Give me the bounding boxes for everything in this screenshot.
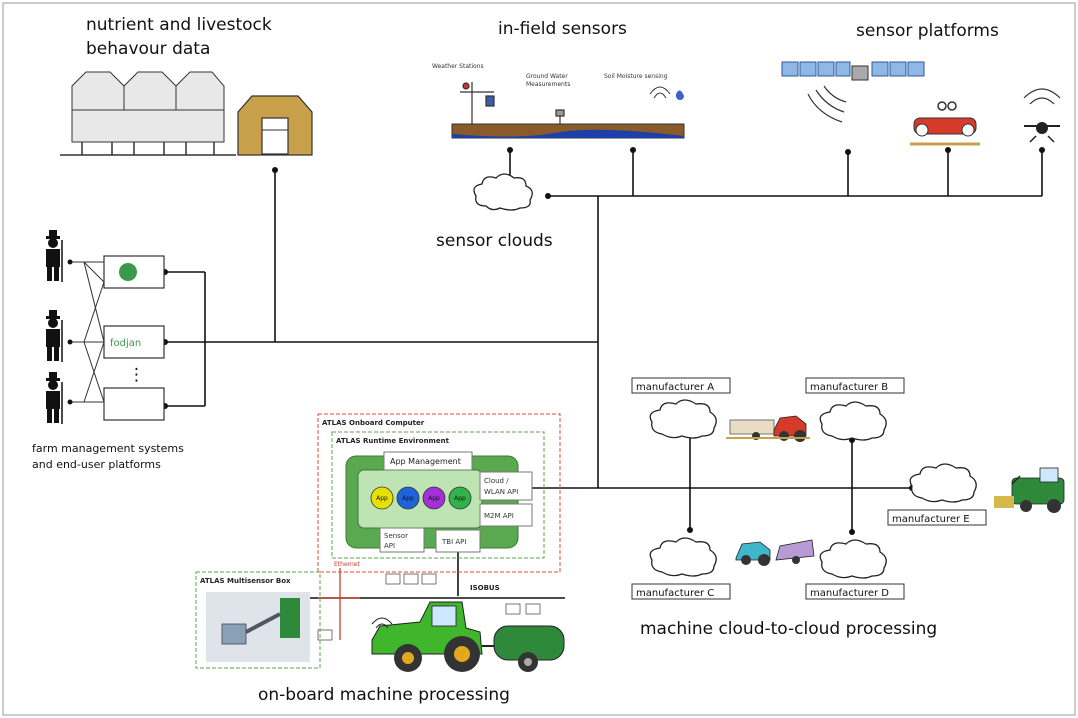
soil-moisture-label: Soil Moisture sensing (604, 73, 668, 80)
manufacturer-b-cloud-icon (819, 401, 887, 441)
nutrient-title-line1: nutrient and livestock (86, 15, 272, 35)
cloud-api-label-2: WLAN API (484, 488, 518, 496)
app-blue-label: App (402, 495, 414, 502)
manufacturer-c-cloud-icon (649, 537, 717, 577)
m2m-api-label: M2M API (484, 512, 514, 520)
farmer-icon (46, 372, 63, 424)
field-robot-icon (910, 101, 980, 146)
manufacturer-a-box[interactable] (631, 377, 731, 394)
tractor-icon (371, 601, 483, 672)
fms-more-dots: ⋮ (128, 365, 145, 385)
manufacturer-e-cloud-icon (909, 463, 977, 503)
weather-stations-label: Weather Stations (432, 63, 484, 70)
manufacturer-b-label: manufacturer B (810, 382, 888, 393)
app-management-box[interactable] (383, 451, 473, 471)
manufacturer-c-label: manufacturer C (636, 588, 714, 599)
tbi-api-label: TBI API (441, 538, 466, 546)
tbi-api-box[interactable] (435, 529, 481, 553)
app-green-icon[interactable] (448, 486, 472, 510)
sensor-clouds-label: sensor clouds (436, 231, 553, 251)
app-icons: App App App App (370, 486, 472, 510)
atlas-runtime-env-label: ATLAS Runtime Environment (336, 437, 450, 445)
app-yellow-icon[interactable] (370, 486, 394, 510)
app-green-label: App (454, 495, 466, 502)
onboard-processing-label: on-board machine processing (258, 685, 510, 705)
atlas-onboard-computer-box (317, 413, 561, 573)
sensor-api-box[interactable] (379, 527, 425, 553)
manufacturer-a-label: manufacturer A (636, 382, 714, 393)
groundwater-label-1: Ground Water (526, 73, 568, 80)
fms-app-box-fodjan[interactable] (103, 325, 165, 359)
combine-harvester-icon (994, 467, 1065, 513)
app-management-label: App Management (390, 457, 461, 466)
groundwater-icon (555, 109, 565, 124)
isobus-label: ISOBUS (470, 584, 500, 592)
farmer-icon (46, 310, 63, 362)
barn-icon (237, 95, 313, 156)
cloud-api-label-1: Cloud / (484, 477, 509, 485)
cloud-wlan-api-box[interactable] (479, 471, 533, 501)
manufacturer-d-label: manufacturer D (810, 588, 889, 599)
fms-app-logo-1 (119, 263, 137, 281)
app-yellow-label: App (376, 495, 388, 502)
app-blue-icon[interactable] (396, 486, 420, 510)
field-ground-icon (451, 123, 685, 139)
app-purple-label: App (428, 495, 440, 502)
tractor-pair-icon-2 (735, 539, 815, 566)
ethernet-lines (318, 568, 360, 640)
app-purple-icon[interactable] (422, 486, 446, 510)
weather-station-icon (460, 82, 495, 124)
manufacturer-d-cloud-icon (819, 539, 887, 579)
groundwater-label-2: Measurements (526, 81, 570, 88)
manufacturer-c-box[interactable] (631, 583, 731, 600)
manufacturer-e-label: manufacturer E (892, 514, 970, 525)
sensor-api-label-1: Sensor (384, 532, 408, 540)
ethernet-label: Ethernet (334, 561, 360, 568)
platforms-title: sensor platforms (856, 21, 999, 41)
atlas-onboard-computer-label: ATLAS Onboard Computer (322, 419, 425, 427)
silos-icon (60, 71, 236, 156)
fodjan-label: fodjan (110, 338, 141, 349)
drone-icon (1023, 88, 1061, 143)
nutrient-title-line2: behavour data (86, 39, 210, 59)
multisensor-box (195, 571, 321, 669)
fms-label-line1: farm management systems (32, 442, 184, 455)
tractor-pair-icon-1 (726, 415, 810, 442)
manufacturer-a-cloud-icon (649, 399, 717, 439)
fms-app-box-3[interactable] (103, 387, 165, 421)
isobus-nodes (317, 573, 541, 641)
farmer-icons (46, 230, 63, 424)
atlas-runtime-env-box (331, 431, 545, 559)
junction-dots (67, 147, 1045, 535)
fms-label-line2: and end-user platforms (32, 458, 161, 471)
c2c-processing-label: machine cloud-to-cloud processing (640, 619, 937, 639)
multisensor-box-label: ATLAS Multisensor Box (200, 577, 291, 585)
trailer-tank-icon (482, 625, 565, 672)
m2m-api-box[interactable] (479, 503, 533, 527)
farmer-icon (46, 230, 63, 282)
manufacturer-e-box[interactable] (887, 509, 987, 526)
manufacturer-b-box[interactable] (805, 377, 905, 394)
sensor-api-label-2: API (384, 542, 395, 550)
multisensor-device-icon (206, 592, 310, 662)
soil-moisture-icon (649, 86, 684, 100)
infield-title: in-field sensors (498, 19, 627, 39)
connection-lines (70, 150, 1043, 599)
sensor-cloud-icon (473, 173, 533, 211)
manufacturer-d-box[interactable] (805, 583, 905, 600)
satellite-icon (781, 61, 925, 123)
